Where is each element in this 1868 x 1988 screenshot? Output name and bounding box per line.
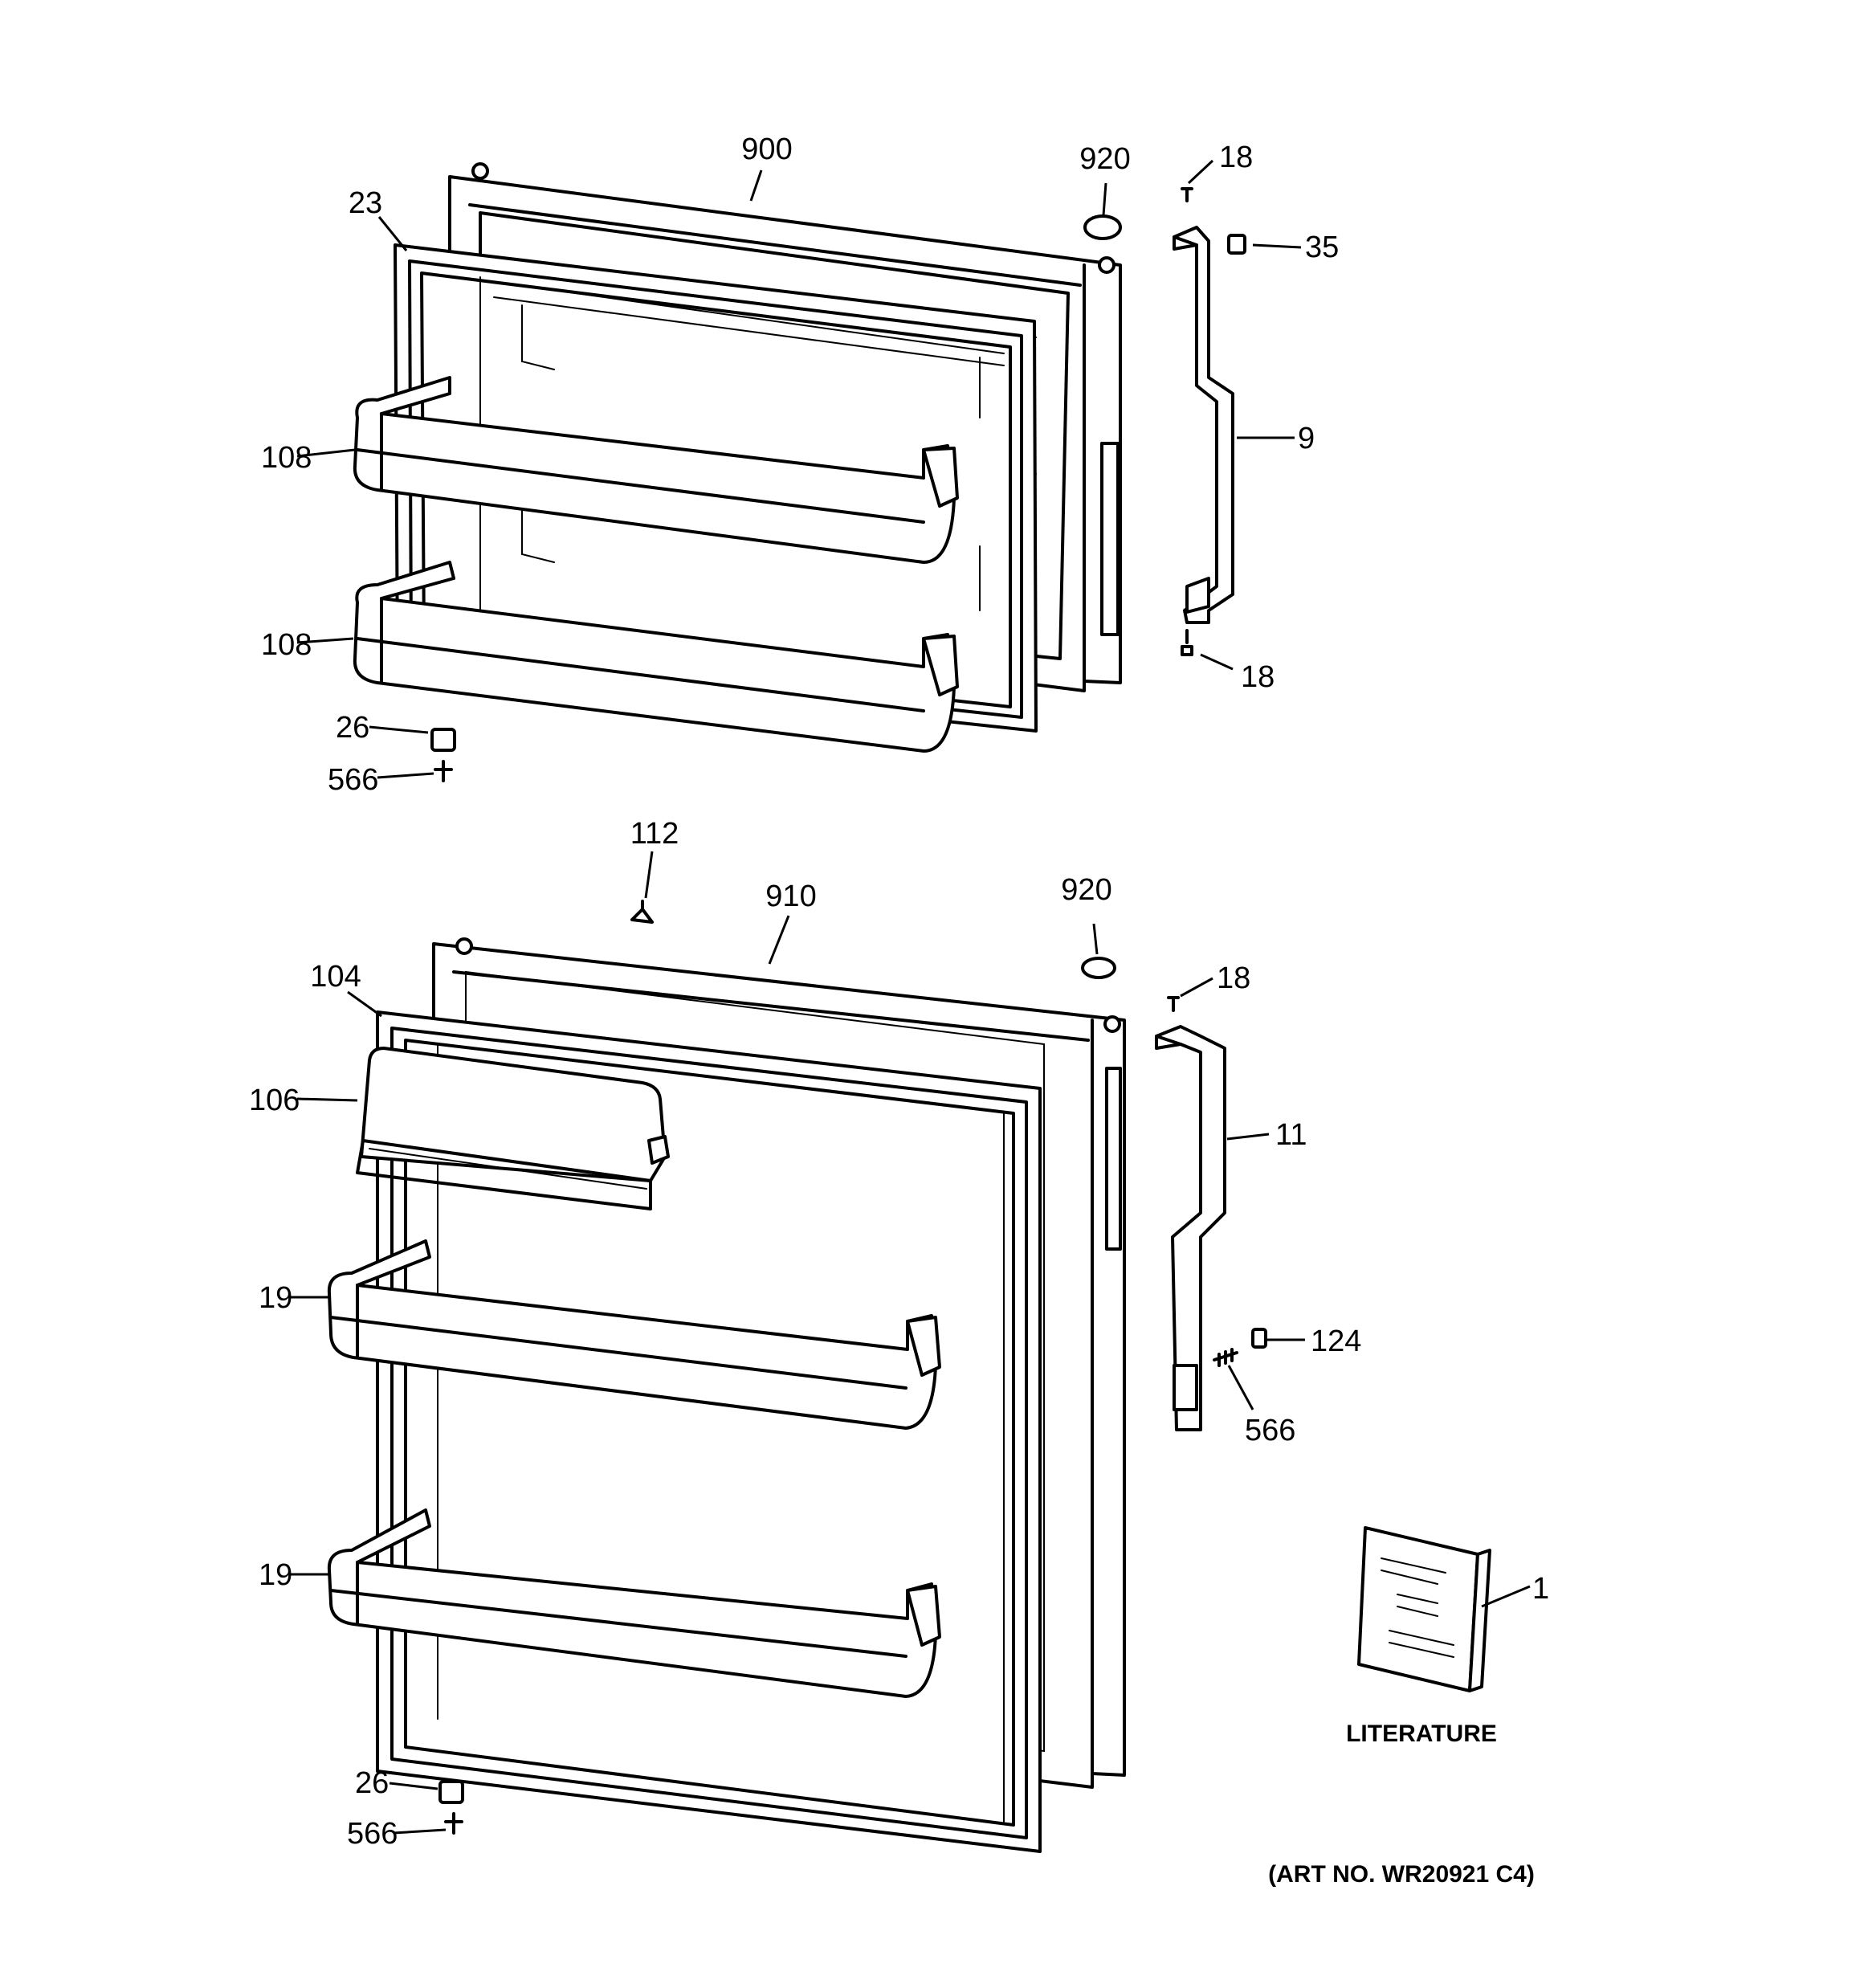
callouts: 900 920 18 23 35 108 9 108 18 26 566 112… — [249, 133, 1549, 1851]
callout-26-freezer: 26 — [336, 711, 369, 745]
callout-9: 9 — [1298, 422, 1315, 455]
callout-35: 35 — [1305, 231, 1339, 264]
literature-book-icon — [1357, 1526, 1491, 1692]
callout-566-freezer: 566 — [328, 763, 378, 797]
leader-lines — [291, 159, 1531, 1835]
fresh-handle-screw-side — [1213, 1348, 1238, 1367]
freezer-door-handle — [1173, 226, 1234, 624]
callout-18-fresh: 18 — [1217, 961, 1250, 995]
freezer-hinge-pin-bushing — [430, 728, 456, 752]
callout-106: 106 — [249, 1084, 300, 1117]
callout-124: 124 — [1311, 1325, 1361, 1358]
fresh-food-door-shelf-lower — [327, 1508, 941, 1698]
callout-19-upper: 19 — [259, 1281, 292, 1315]
callout-900: 900 — [741, 133, 792, 166]
callout-566-fresh: 566 — [347, 1817, 398, 1851]
callout-18-freezer-bottom: 18 — [1241, 660, 1275, 694]
fresh-food-door-plug-button — [1081, 957, 1116, 979]
callout-108-upper: 108 — [261, 441, 312, 475]
door-stop-screw — [630, 900, 654, 924]
dairy-compartment — [356, 1047, 670, 1210]
freezer-door-shelf-upper — [353, 376, 959, 564]
callout-19-lower: 19 — [259, 1558, 292, 1592]
callout-920-top: 920 — [1079, 142, 1130, 176]
fresh-handle-cap — [1251, 1328, 1267, 1349]
freezer-door-shelf-lower — [353, 561, 959, 753]
callout-18-top: 18 — [1219, 141, 1253, 174]
callout-108-lower: 108 — [261, 628, 312, 662]
freezer-handle-screw-bottom — [1181, 629, 1193, 656]
fresh-food-door-handle — [1155, 1025, 1226, 1431]
fresh-hinge-pin-bushing — [438, 1780, 464, 1804]
callout-11: 11 — [1275, 1118, 1307, 1152]
freezer-handle-screw-top — [1181, 187, 1193, 202]
freezer-hinge-pin — [434, 760, 453, 782]
callout-26-fresh: 26 — [355, 1766, 389, 1800]
callout-1: 1 — [1532, 1572, 1549, 1606]
freezer-handle-cap — [1227, 234, 1246, 255]
fresh-food-door-shelf-upper — [327, 1239, 941, 1430]
callout-112: 112 — [630, 817, 679, 851]
callout-566-handle: 566 — [1245, 1414, 1295, 1447]
fresh-hinge-pin — [444, 1812, 463, 1835]
art-number: (ART NO. WR20921 C4) — [1268, 1861, 1535, 1888]
freezer-door-plug-button — [1083, 214, 1122, 240]
callout-23: 23 — [349, 186, 382, 220]
callout-920-bottom: 920 — [1061, 873, 1111, 907]
callout-910: 910 — [765, 880, 816, 913]
callout-104: 104 — [310, 960, 361, 994]
fresh-handle-screw-top — [1167, 996, 1180, 1012]
literature-label: LITERATURE — [1346, 1721, 1497, 1747]
